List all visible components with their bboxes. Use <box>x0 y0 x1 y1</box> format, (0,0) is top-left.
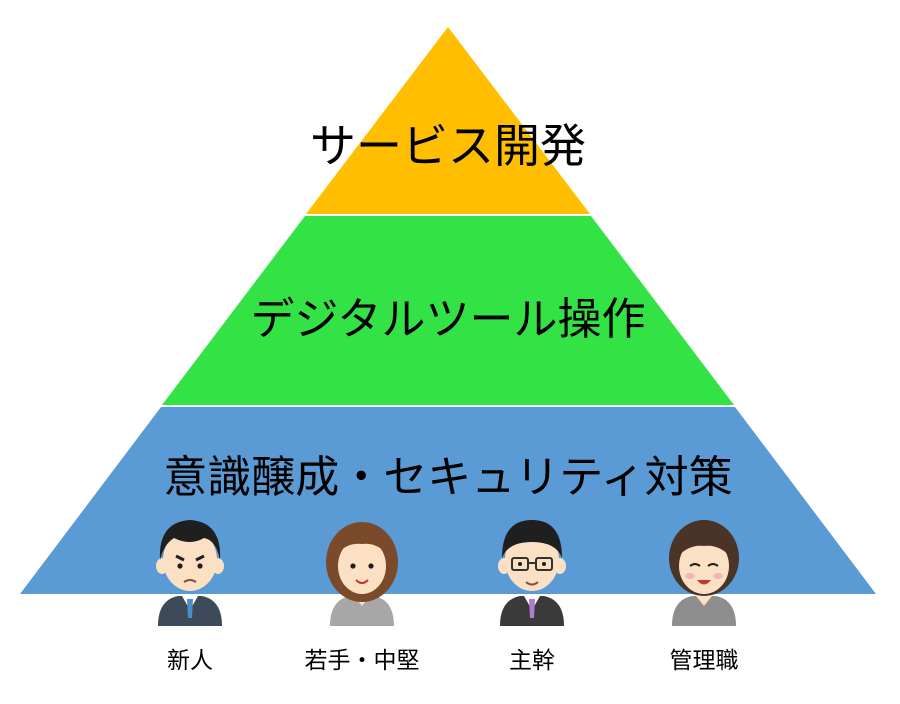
older-woman-icon <box>669 520 739 626</box>
person-label-new-hire: 新人 <box>167 648 213 674</box>
person-label-senior: 主幹 <box>509 648 555 674</box>
person-label-junior-mid: 若手・中堅 <box>304 648 420 674</box>
pyramid-tier-bottom <box>20 407 876 594</box>
tier-label-service-development: サービス開発 <box>310 119 586 173</box>
tier-label-awareness-security: 意識醸成・セキュリティ対策 <box>163 452 732 503</box>
tier-label-digital-tools: デジタルツール操作 <box>250 294 645 345</box>
pyramid-tier-top <box>306 27 590 214</box>
woman-icon <box>326 522 398 626</box>
pyramid-tier-middle <box>162 216 734 405</box>
man-with-glasses-icon <box>498 520 566 626</box>
person-label-manager: 管理職 <box>669 648 739 674</box>
young-man-icon <box>156 520 224 626</box>
